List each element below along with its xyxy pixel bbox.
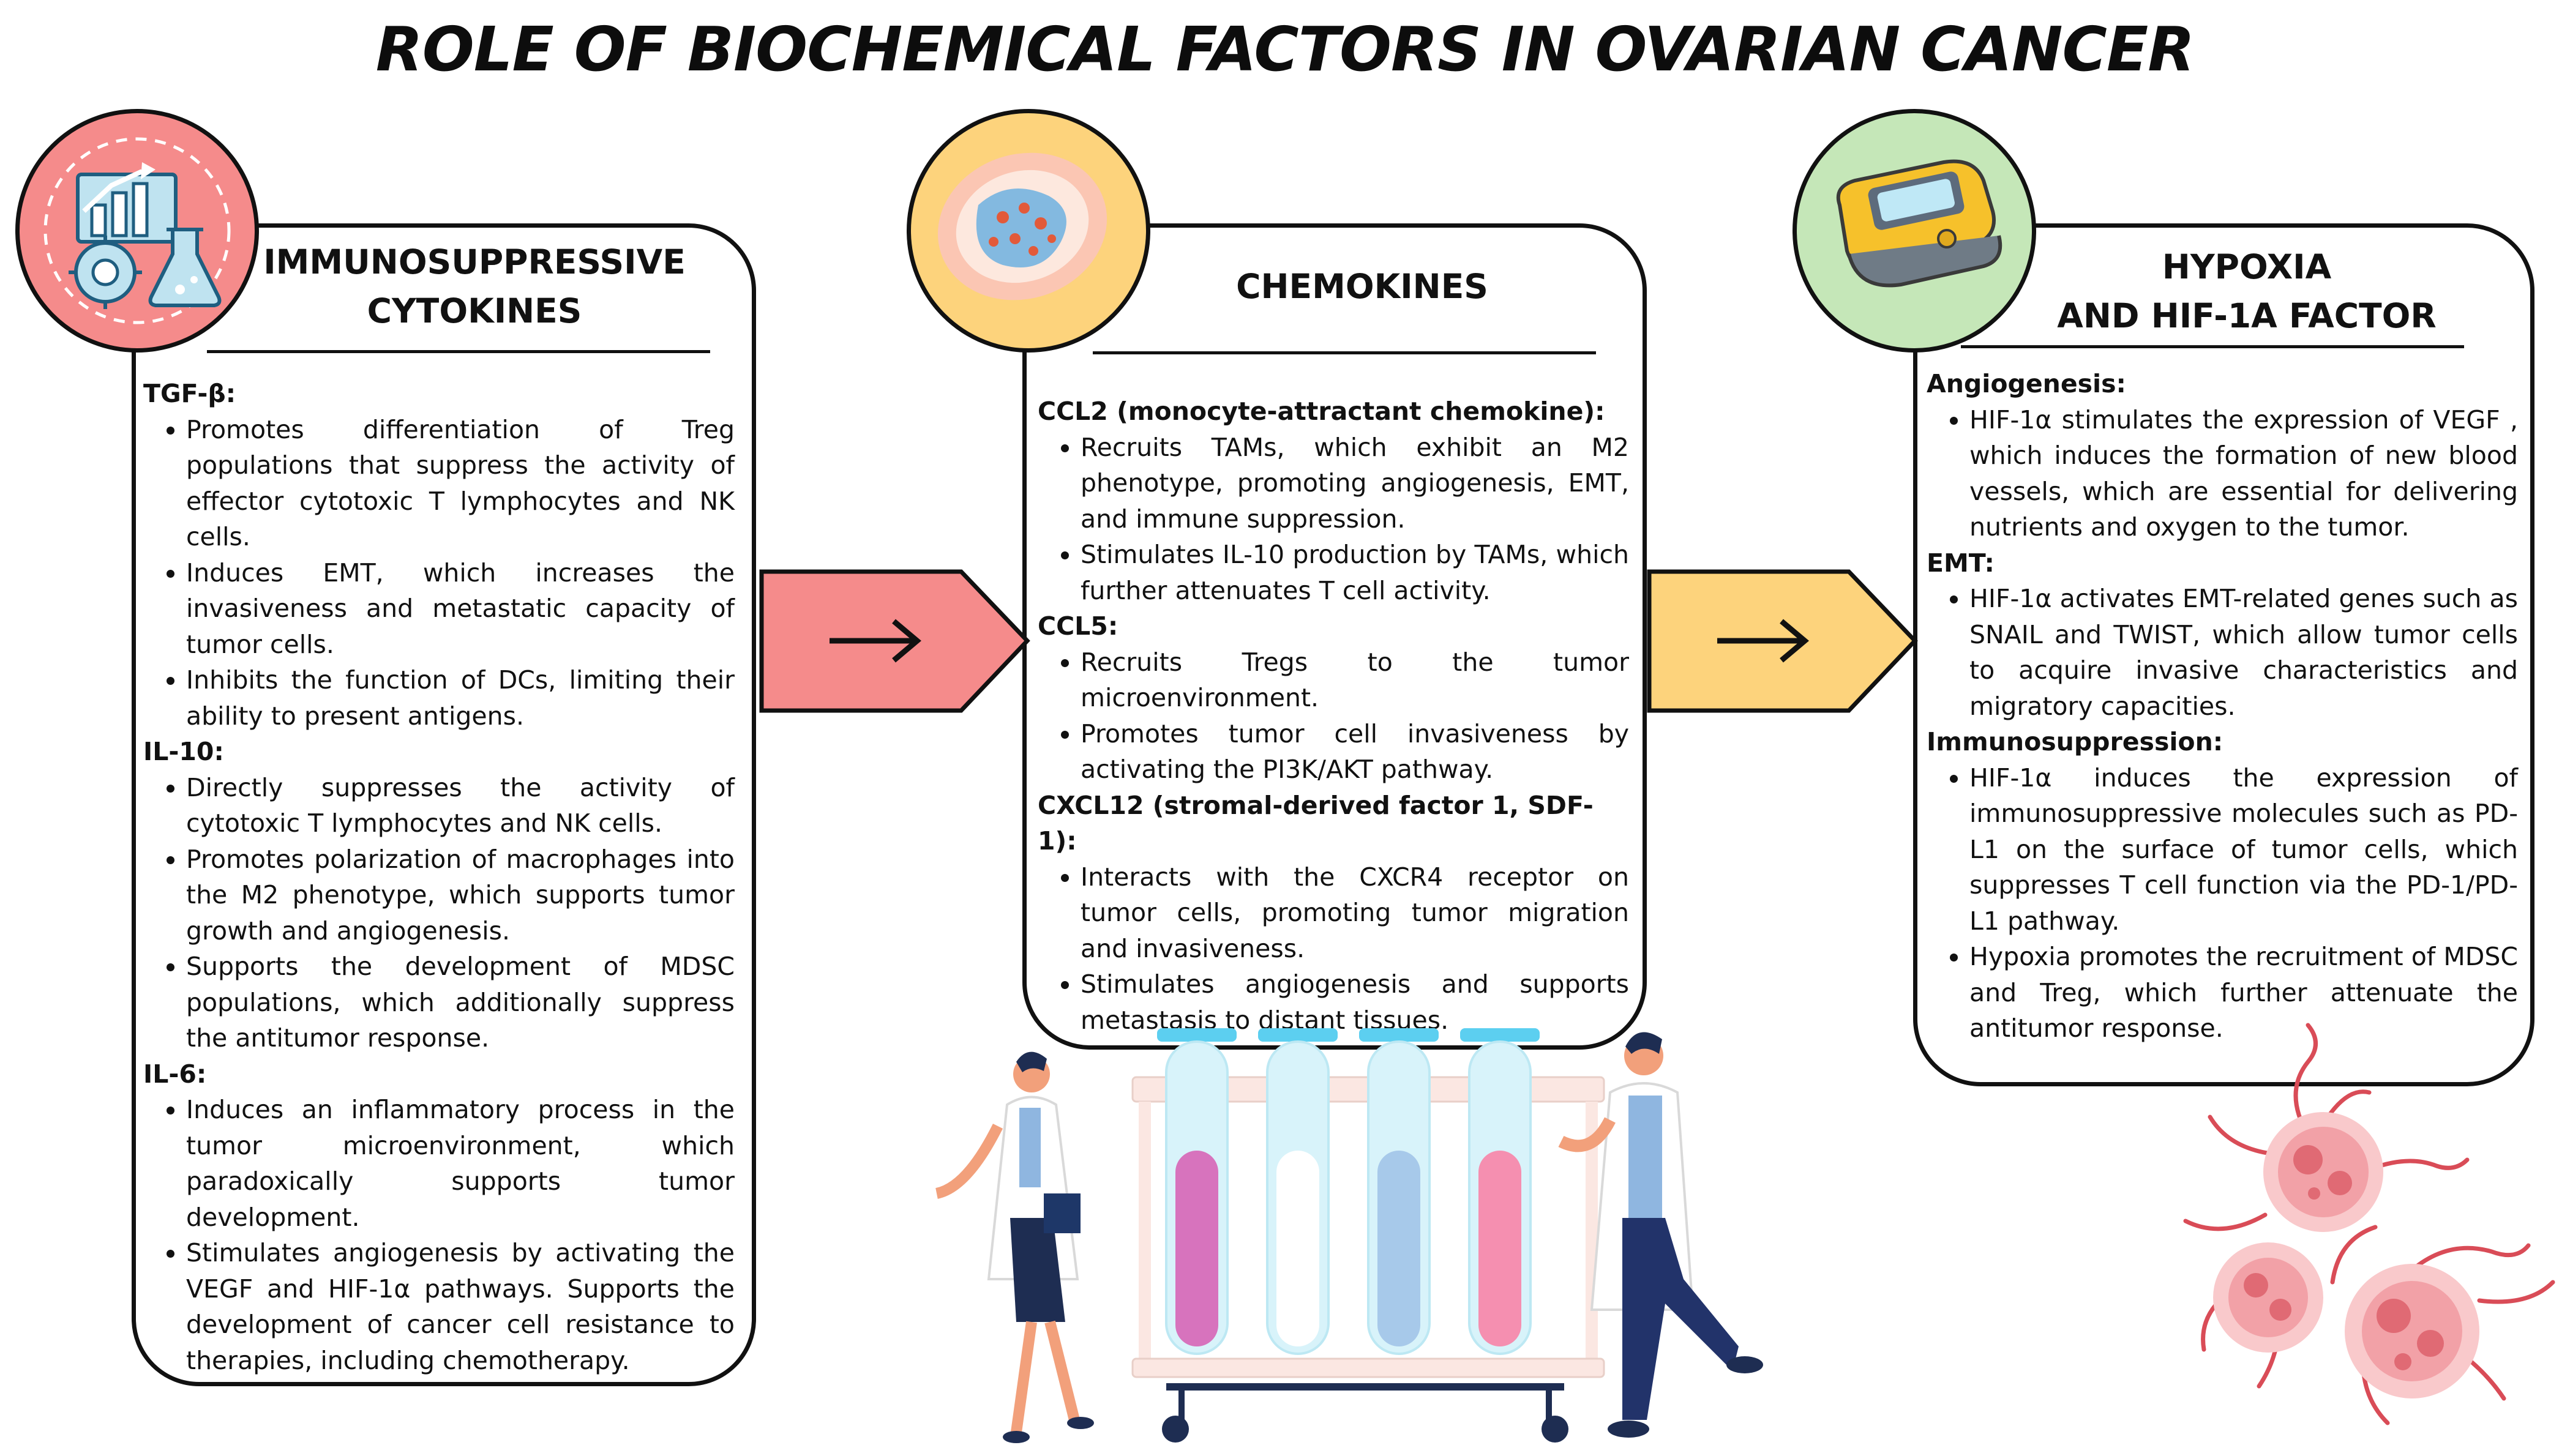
- bullet-list: Recruits TAMs, which exhibit an M2 pheno…: [1038, 430, 1629, 609]
- section-heading: IL-6:: [143, 1059, 207, 1089]
- section-heading: TGF-β:: [143, 379, 236, 408]
- cytokines-title-line-2: CYTOKINES: [367, 291, 582, 330]
- bullet-list: HIF-1α activates EMT-related genes such …: [1927, 581, 2518, 724]
- bullet-item: Directly suppresses the activity of cyto…: [186, 770, 735, 842]
- bullet-item: Induces an inflammatory process in the t…: [186, 1092, 735, 1235]
- lab-analytics-icon: [15, 109, 259, 353]
- hypoxia-card-body: Angiogenesis: HIF-1α stimulates the expre…: [1927, 366, 2518, 1047]
- hypoxia-title-rule: [1961, 345, 2464, 348]
- bullet-list: Induces an inflammatory process in the t…: [143, 1092, 735, 1378]
- cell-icon: [907, 109, 1150, 353]
- cytokines-card-title: IMMUNOSUPPRESSIVE CYTOKINES: [227, 237, 722, 335]
- bullet-item: Promotes polarization of macrophages int…: [186, 842, 735, 949]
- arrow-2: [1647, 569, 1918, 713]
- page-title: ROLE OF BIOCHEMICAL FACTORS IN OVARIAN C…: [375, 13, 2195, 85]
- bullet-item: HIF-1α stimulates the expression of VEGF…: [1969, 402, 2518, 545]
- bullet-item: Hypoxia promotes the recruitment of MDSC…: [1969, 939, 2518, 1047]
- hypoxia-card: [1913, 223, 2534, 1086]
- bullet-item: Promotes tumor cell invasiveness by acti…: [1081, 716, 1629, 788]
- bullet-item: Induces EMT, which increases the invasiv…: [186, 555, 735, 663]
- lab-scene-illustration: [935, 1028, 1763, 1443]
- hypoxia-title-line-2: AND HIF-1A FACTOR: [2057, 296, 2437, 335]
- section-heading: Immunosuppression:: [1927, 727, 2223, 756]
- bullet-item: Recruits Tregs to the tumor microenviron…: [1081, 644, 1629, 716]
- hypoxia-card-title: HYPOXIA AND HIF-1A FACTOR: [2008, 242, 2486, 340]
- cytokines-title-rule: [207, 350, 710, 353]
- bullet-item: Inhibits the function of DCs, limiting t…: [186, 662, 735, 734]
- bullet-item: Stimulates angiogenesis by activating th…: [186, 1235, 735, 1378]
- bullet-item: HIF-1α activates EMT-related genes such …: [1969, 581, 2518, 724]
- bullet-item: Stimulates IL-10 production by TAMs, whi…: [1081, 537, 1629, 608]
- chemokines-title-line-1: CHEMOKINES: [1236, 267, 1488, 306]
- bullet-item: Interacts with the CXCR4 receptor on tum…: [1081, 859, 1629, 967]
- bullet-list: Promotes differentiation of Treg populat…: [143, 412, 735, 734]
- bullet-list: HIF-1α stimulates the expression of VEGF…: [1927, 402, 2518, 545]
- bullet-item: Recruits TAMs, which exhibit an M2 pheno…: [1081, 430, 1629, 537]
- section-heading: EMT:: [1927, 548, 1995, 578]
- cytokines-card: [132, 223, 756, 1386]
- cytokines-title-line-1: IMMUNOSUPPRESSIVE: [263, 242, 686, 282]
- bullet-list: HIF-1α induces the expression of immunos…: [1927, 760, 2518, 1047]
- hypoxia-title-line-1: HYPOXIA: [2162, 247, 2332, 286]
- bullet-item: Promotes differentiation of Treg populat…: [186, 412, 735, 555]
- chemokines-title-rule: [1093, 351, 1596, 354]
- arrow-1: [759, 569, 1030, 713]
- bullet-item: HIF-1α induces the expression of immunos…: [1969, 760, 2518, 939]
- section-heading: CXCL12 (stromal-derived factor 1, SDF-1)…: [1038, 790, 1594, 856]
- bullet-list: Directly suppresses the activity of cyto…: [143, 770, 735, 1056]
- scientist-left: [935, 1051, 1094, 1443]
- bullet-list: Interacts with the CXCR4 receptor on tum…: [1038, 859, 1629, 1039]
- section-heading: IL-10:: [143, 737, 224, 766]
- test-tubes: [1157, 1028, 1540, 1355]
- chemokines-card: [1022, 223, 1647, 1050]
- chemokines-card-title: CHEMOKINES: [1130, 262, 1595, 311]
- scientist-right: [1558, 1032, 1763, 1438]
- section-heading: CCL5:: [1038, 611, 1118, 641]
- section-heading: CCL2 (monocyte-attractant chemokine):: [1038, 397, 1605, 426]
- bullet-list: Recruits Tregs to the tumor microenviron…: [1038, 644, 1629, 788]
- chemokines-card-body: CCL2 (monocyte-attractant chemokine): Rec…: [1038, 394, 1629, 1038]
- section-heading: Angiogenesis:: [1927, 369, 2126, 398]
- cancer-cells-illustration: [2183, 1023, 2555, 1425]
- pulse-oximeter-icon: [1793, 109, 2036, 353]
- cytokines-card-body: TGF-β: Promotes differentiation of Treg p…: [143, 376, 735, 1378]
- bullet-item: Supports the development of MDSC populat…: [186, 949, 735, 1056]
